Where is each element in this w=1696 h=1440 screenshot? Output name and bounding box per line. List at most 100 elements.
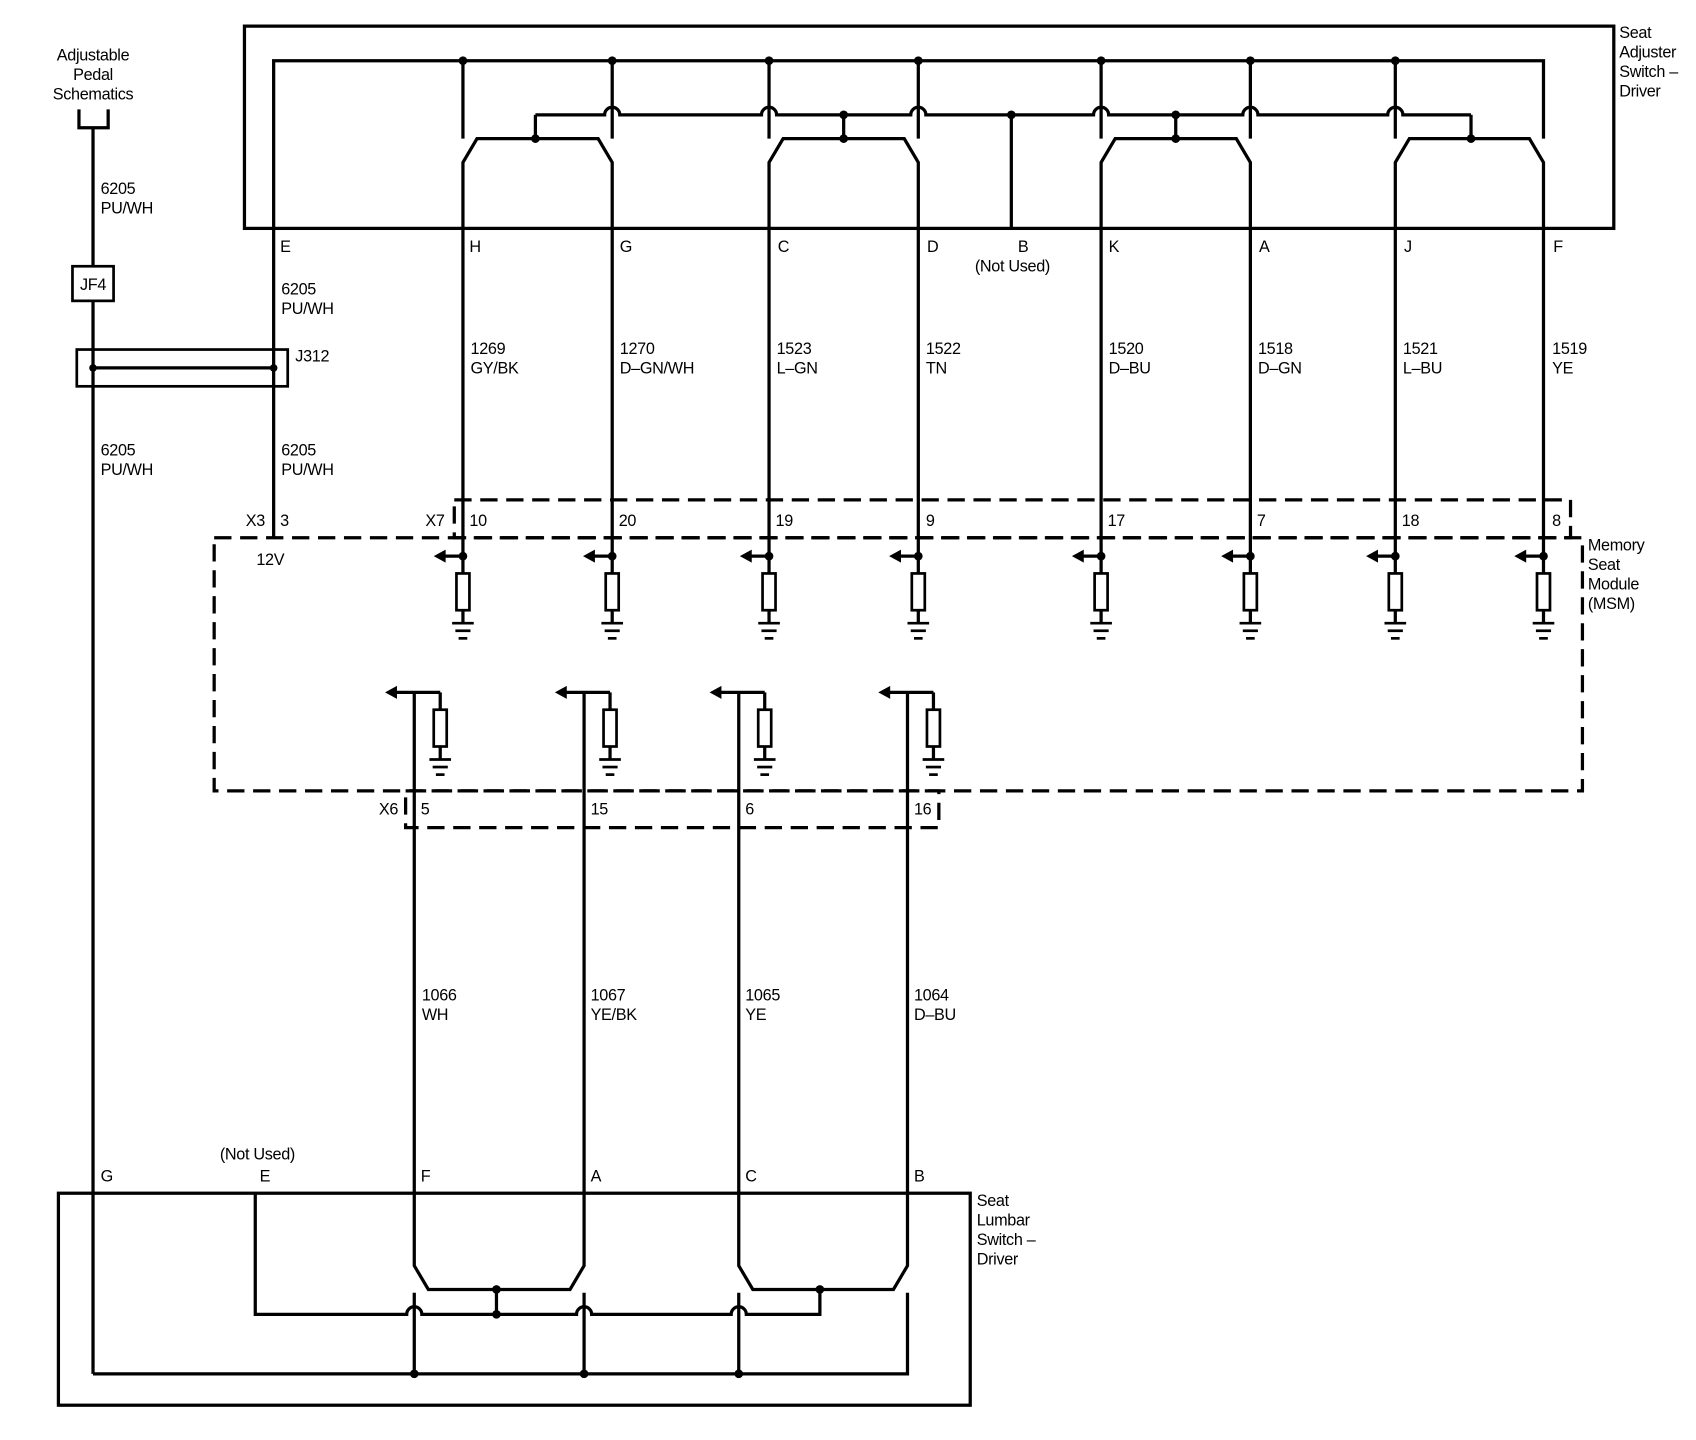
msm-input-pulldown (1364, 548, 1408, 640)
junction-dot (579, 1369, 589, 1379)
memory-seat-module-box (212, 536, 1585, 793)
junction-dot (764, 56, 774, 66)
pin-label: E (260, 1167, 271, 1185)
lumbar-feed-bus (93, 1292, 910, 1376)
wire-color-label: YE (1552, 359, 1573, 377)
wire-color-label: L–BU (1403, 359, 1442, 377)
pin-label: J (1404, 238, 1412, 256)
junction-dot (815, 1285, 825, 1294)
pin-label: C (778, 238, 790, 256)
seat-lumbar-switch-box (56, 1191, 972, 1407)
junction-dot (913, 56, 923, 66)
wire-number-label: 6205 (281, 442, 316, 460)
connector-pin-label: 19 (776, 512, 794, 530)
junction-dot (1171, 110, 1181, 120)
junction-dot (839, 110, 848, 120)
switch-contact-k-a (1099, 137, 1252, 229)
connector-pin-label: 15 (591, 801, 609, 819)
supply-voltage-label: 12V (256, 551, 284, 569)
pin-label: F (421, 1167, 431, 1185)
msm-lumbar-input-pulldown (707, 684, 778, 777)
msm-title-1: Memory (1588, 537, 1646, 555)
junction-dot (1096, 56, 1106, 66)
pedal-reference-line-1: Adjustable (57, 47, 130, 65)
wire-color-label: PU/WH (281, 300, 333, 318)
pin-label: F (1553, 238, 1563, 256)
wire-color-label: PU/WH (281, 461, 333, 479)
msm-input-pulldown (738, 548, 782, 640)
lumbar-contact-f-a (412, 1193, 586, 1292)
pedal-reference-bracket (77, 109, 110, 130)
msm-title-3: Module (1588, 576, 1640, 594)
lumbar-contact-c-b (737, 1193, 910, 1292)
wire-color-label: YE/BK (591, 1006, 638, 1024)
wire-color-label: L–GN (777, 359, 818, 377)
connector-pin-label: 5 (421, 801, 430, 819)
pin-label: E (280, 238, 291, 256)
pin-label: G (620, 238, 632, 256)
splice-junction-dot (89, 364, 97, 372)
seat-adjuster-switch-title-3: Switch – (1619, 63, 1679, 81)
connector-x3-label: X3 (246, 512, 265, 530)
wire-number-label: 6205 (101, 442, 136, 460)
wire-color-label: PU/WH (101, 199, 153, 217)
splice-j312-label: J312 (295, 347, 329, 365)
junction-dot (409, 1369, 419, 1379)
connector-pin-label: 18 (1402, 512, 1420, 530)
splice-jf4-label: JF4 (80, 276, 106, 294)
wire-number-label: 1270 (620, 340, 655, 358)
msm-input-pulldown (581, 548, 625, 640)
pin-label: C (745, 1167, 757, 1185)
wire-number-label: 1522 (926, 340, 961, 358)
wire-number-label: 6205 (281, 280, 316, 298)
wire-number-label: 1519 (1552, 340, 1587, 358)
msm-input-pulldown (1219, 548, 1263, 640)
junction-dot (492, 1285, 501, 1294)
connector-pin-label: 17 (1108, 512, 1126, 530)
not-used-note: (Not Used) (975, 258, 1050, 276)
pedal-reference-line-3: Schematics (53, 86, 134, 104)
junction-dot (1007, 110, 1016, 120)
wire-color-label: D–BU (1109, 359, 1151, 377)
pin-label: B (1018, 238, 1028, 256)
junction-dot (1390, 56, 1400, 66)
seat-adjuster-switch-title-4: Driver (1619, 82, 1661, 100)
pin-label: D (927, 238, 938, 256)
wire-color-label: WH (422, 1006, 448, 1024)
switch-contact-c-d (767, 137, 920, 229)
wire-number-label: 6205 (101, 180, 136, 198)
wire-number-label: 1523 (777, 340, 812, 358)
pin-label: H (469, 238, 480, 256)
switch-contact-h-g (461, 137, 614, 229)
msm-title-2: Seat (1588, 556, 1621, 574)
msm-lumbar-input-pulldown (876, 684, 946, 777)
connector-pin-label: 7 (1257, 512, 1266, 530)
switch-feed-bus (272, 59, 1546, 229)
wire-number-label: 1520 (1109, 340, 1144, 358)
connector-pin-label: 3 (280, 512, 289, 530)
connector-pin-label: 9 (926, 512, 935, 530)
seat-adjuster-switch-box (242, 24, 1616, 231)
wire-color-label: D–BU (914, 1006, 956, 1024)
pin-label: A (591, 1167, 602, 1185)
connector-x7-label: X7 (425, 512, 444, 530)
pin-label: G (101, 1167, 113, 1185)
seat-lumbar-switch-title-3: Switch – (977, 1231, 1037, 1249)
junction-dot (607, 56, 617, 66)
wire-number-label: 1518 (1258, 340, 1293, 358)
msm-input-pulldown (1070, 548, 1114, 640)
wire-color-label: YE (745, 1006, 766, 1024)
switch-common-bus (535, 105, 1472, 117)
not-used-note: (Not Used) (220, 1146, 295, 1164)
connector-x6 (403, 789, 941, 830)
wire-number-label: 1064 (914, 987, 949, 1005)
wire-number-label: 1269 (471, 340, 506, 358)
connector-pin-label: 10 (469, 512, 487, 530)
msm-input-pulldown (1512, 548, 1556, 640)
junction-dot (492, 1310, 501, 1319)
msm-lumbar-input-pulldown (553, 684, 623, 777)
seat-adjuster-switch-title-2: Adjuster (1619, 44, 1677, 62)
switch-contact-j-f (1393, 137, 1546, 229)
wire-color-label: TN (926, 359, 947, 377)
